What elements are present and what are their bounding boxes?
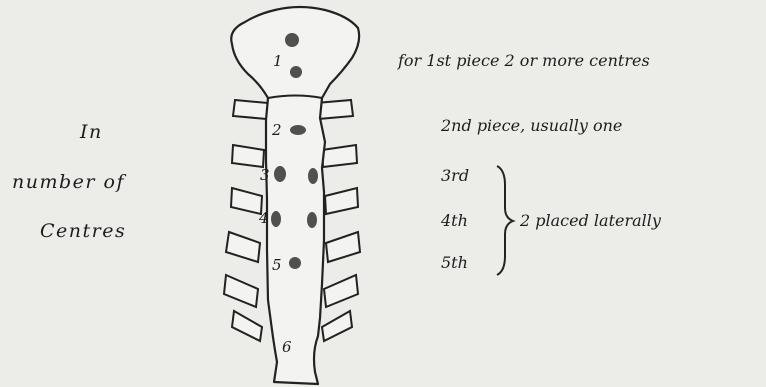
piece-number-4: 4 <box>258 209 269 227</box>
centre-3-right <box>308 168 318 184</box>
annotation-brace <box>497 166 513 275</box>
annotation-first-piece: for 1st piece 2 or more centres <box>397 51 650 70</box>
left-label-line1: In <box>79 121 103 143</box>
annotation-fifth: 5th <box>441 253 468 272</box>
left-cartilage-4 <box>226 232 260 262</box>
centre-5 <box>289 257 301 269</box>
left-cartilage-5 <box>224 275 258 307</box>
piece-number-2: 2 <box>271 121 282 139</box>
centre-3-left <box>274 166 286 182</box>
right-cartilage-2 <box>322 145 357 167</box>
centre-4-left <box>271 211 281 227</box>
left-cartilage-6 <box>232 311 262 341</box>
left-label-line3: Centres <box>40 220 126 242</box>
left-label-line2: number of <box>12 171 126 193</box>
right-cartilage-3 <box>325 188 358 214</box>
annotation-group-note: 2 placed laterally <box>519 211 662 230</box>
annotation-third: 3rd <box>441 166 469 185</box>
left-cartilage-3 <box>231 188 262 214</box>
piece-number-1: 1 <box>273 52 283 70</box>
right-cartilage-6 <box>322 311 352 341</box>
centre-1b <box>290 66 302 78</box>
annotation-second-piece: 2nd piece, usually one <box>440 116 622 135</box>
left-label: In number of Centres <box>12 121 126 242</box>
left-cartilage-2 <box>232 145 264 167</box>
piece-number-6: 6 <box>282 338 292 356</box>
right-cartilage-5 <box>324 275 358 307</box>
piece-number-5: 5 <box>272 256 282 274</box>
centre-1a <box>285 33 299 47</box>
centre-4-right <box>307 212 317 228</box>
annotation-fourth: 4th <box>440 211 468 230</box>
left-cartilage-1 <box>233 100 268 119</box>
annotations: for 1st piece 2 or more centres 2nd piec… <box>397 51 662 275</box>
piece-number-3: 3 <box>260 166 270 184</box>
right-cartilage-4 <box>326 232 360 262</box>
centre-2 <box>290 125 306 135</box>
